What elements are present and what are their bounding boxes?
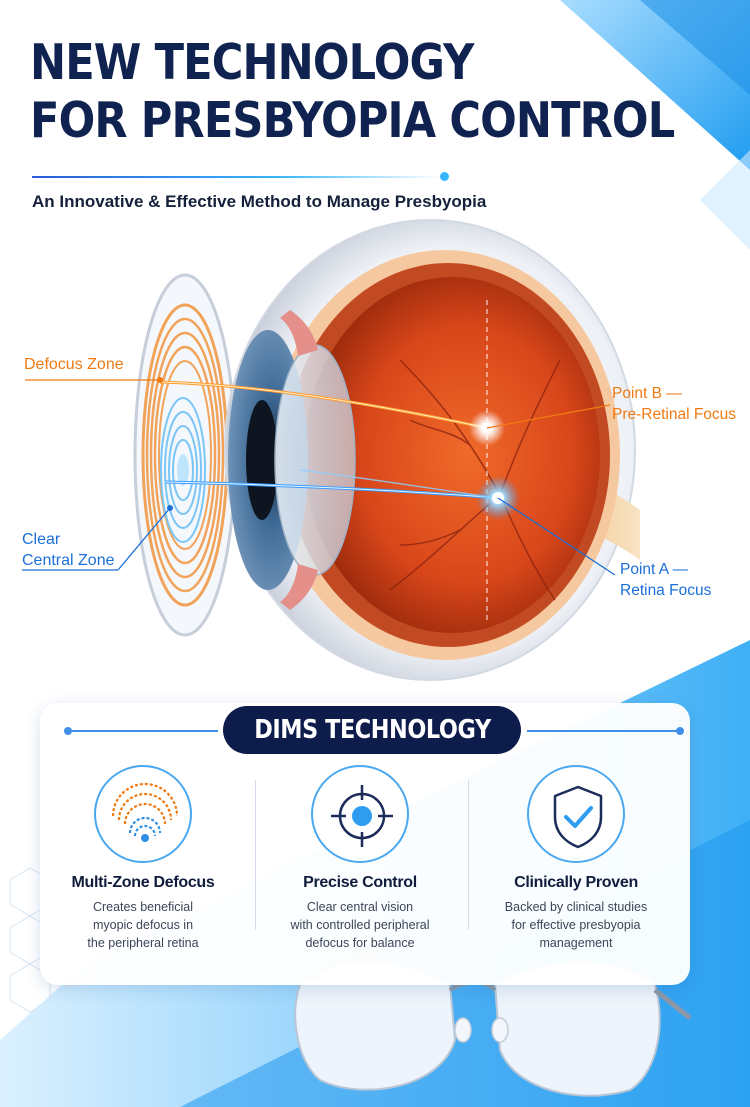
feature-desc-line: Clear central vision xyxy=(306,900,414,914)
eyeglasses-art xyxy=(294,956,692,1097)
feature-desc-multi-zone: Creates beneficial myopic defocus in the… xyxy=(43,898,243,952)
shield-check-icon xyxy=(527,765,625,863)
callout-clear-line-1: Clear xyxy=(22,531,61,548)
callout-point-a: Point A — Retina Focus xyxy=(620,559,711,601)
feature-desc-line: myopic defocus in xyxy=(92,918,194,932)
feature-title-clinically-proven: Clinically Proven xyxy=(514,874,638,891)
badge-rule-right xyxy=(527,730,677,732)
feature-divider-1 xyxy=(255,780,256,930)
title-underline-dot xyxy=(440,172,449,181)
callout-leaders xyxy=(22,377,616,576)
dims-badge-label: DIMS TECHNOLOGY xyxy=(253,715,491,745)
title-line-2: FOR PRESBYOPIA CONTROL xyxy=(30,92,675,149)
feature-desc-precise-control: Clear central vision with controlled per… xyxy=(260,898,460,952)
feature-divider-2 xyxy=(468,780,469,930)
dims-technology-badge: DIMS TECHNOLOGY xyxy=(223,706,521,754)
crosshair-target-icon xyxy=(311,765,409,863)
feature-desc-line: with controlled peripheral xyxy=(290,918,430,932)
badge-dot-right xyxy=(676,727,684,735)
title-underline xyxy=(32,176,442,178)
feature-desc-line: the peripheral retina xyxy=(87,936,199,950)
title-line-1: NEW TECHNOLOGY xyxy=(30,34,474,91)
page-subtitle: An Innovative & Effective Method to Mana… xyxy=(32,192,487,211)
callout-clear-central-zone: Clear Central Zone xyxy=(22,529,115,571)
feature-desc-clinically-proven: Backed by clinical studies for effective… xyxy=(476,898,676,952)
callout-point-a-line-2: Retina Focus xyxy=(620,582,712,599)
contact-lens-art xyxy=(133,273,237,637)
callout-point-b-line-2: Pre-Retinal Focus xyxy=(612,406,737,423)
callout-point-b-line-1: Point B — xyxy=(612,385,682,402)
concentric-rings-icon xyxy=(94,765,192,863)
badge-dot-left xyxy=(64,727,72,735)
callout-point-a-line-1: Point A — xyxy=(620,561,689,578)
feature-desc-line: Backed by clinical studies xyxy=(504,900,648,914)
feature-desc-line: management xyxy=(539,936,613,950)
callout-defocus-zone: Defocus Zone xyxy=(24,356,124,373)
badge-rule-left xyxy=(68,730,218,732)
feature-desc-line: defocus for balance xyxy=(305,936,415,950)
callout-point-b: Point B — Pre-Retinal Focus xyxy=(612,383,736,425)
feature-desc-line: Creates beneficial xyxy=(92,900,194,914)
callout-clear-line-2: Central Zone xyxy=(22,552,115,569)
feature-title-multi-zone: Multi-Zone Defocus xyxy=(71,874,215,891)
page-title: NEW TECHNOLOGY FOR PRESBYOPIA CONTROL xyxy=(30,34,720,150)
feature-desc-line: for effective presbyopia xyxy=(511,918,641,932)
feature-title-precise-control: Precise Control xyxy=(303,874,417,891)
eye-cross-section-art xyxy=(224,219,640,681)
